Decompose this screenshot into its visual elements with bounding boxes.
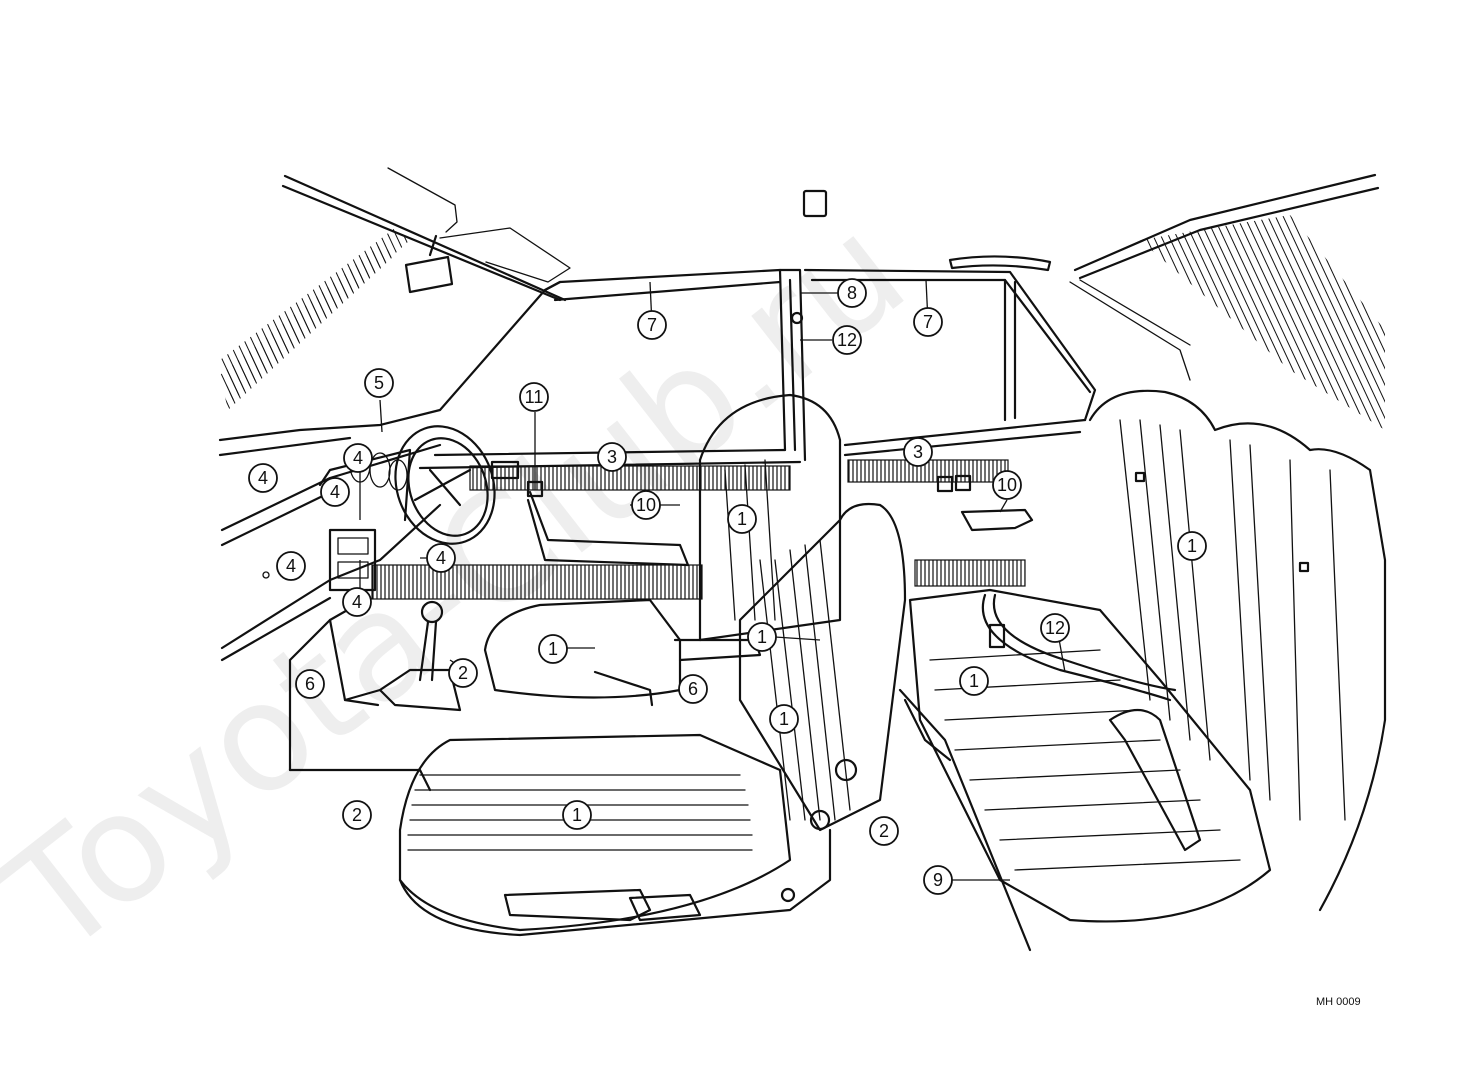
callout-label: 12 xyxy=(837,330,857,350)
callout-label: 7 xyxy=(647,315,657,335)
callout-2: 2 xyxy=(342,800,372,830)
callout-label: 9 xyxy=(933,870,943,890)
callout-label: 5 xyxy=(374,373,384,393)
callout-label: 4 xyxy=(258,468,268,488)
callout-1: 1 xyxy=(562,800,592,830)
callout-1: 1 xyxy=(1177,531,1207,561)
rear-view-mirror xyxy=(404,234,454,294)
callout-label: 1 xyxy=(548,639,558,659)
callout-label: 4 xyxy=(330,482,340,502)
callout-4: 4 xyxy=(320,477,350,507)
callout-5: 5 xyxy=(364,368,394,398)
callout-11: 11 xyxy=(519,382,549,412)
callout-label: 1 xyxy=(757,627,767,647)
callout-label: 4 xyxy=(286,556,296,576)
figure-code: MH 0009 xyxy=(1316,996,1361,1008)
headliner xyxy=(220,167,1385,430)
callout-6: 6 xyxy=(295,669,325,699)
callout-label: 3 xyxy=(607,447,617,467)
callout-label: 4 xyxy=(436,548,446,568)
callout-label: 11 xyxy=(525,387,544,407)
callout-label: 8 xyxy=(847,283,857,303)
callout-9: 9 xyxy=(923,865,953,895)
callout-4: 4 xyxy=(343,443,373,473)
callout-4: 4 xyxy=(342,587,372,617)
callout-label: 1 xyxy=(737,509,747,529)
callout-1: 1 xyxy=(727,504,757,534)
callout-1: 1 xyxy=(538,634,568,664)
callout-2: 2 xyxy=(448,658,478,688)
callout-label: 10 xyxy=(997,475,1017,495)
callout-6: 6 xyxy=(678,674,708,704)
shift-lever xyxy=(378,600,462,712)
callout-4: 4 xyxy=(426,543,456,573)
callout-label: 6 xyxy=(688,679,698,699)
callout-3: 3 xyxy=(597,442,627,472)
callout-12: 12 xyxy=(832,325,862,355)
callout-label: 12 xyxy=(1045,618,1065,638)
callout-label: 10 xyxy=(636,495,656,515)
callout-label: 2 xyxy=(352,805,362,825)
callout-10: 10 xyxy=(992,470,1022,500)
callout-label: 1 xyxy=(572,805,582,825)
callout-label: 3 xyxy=(913,442,923,462)
callout-label: 4 xyxy=(353,448,363,468)
callout-label: 1 xyxy=(779,709,789,729)
callout-label: 1 xyxy=(969,671,979,691)
callout-label: 1 xyxy=(1187,536,1197,556)
callout-12: 12 xyxy=(1040,613,1070,643)
callout-7: 7 xyxy=(913,307,943,337)
rear-door xyxy=(803,268,1097,587)
callout-7: 7 xyxy=(637,310,667,340)
callout-label: 4 xyxy=(352,592,362,612)
callout-1: 1 xyxy=(769,704,799,734)
callout-4: 4 xyxy=(276,551,306,581)
callout-1: 1 xyxy=(959,666,989,696)
callout-10: 10 xyxy=(631,490,661,520)
callout-4: 4 xyxy=(248,463,278,493)
callout-3: 3 xyxy=(903,437,933,467)
callout-label: 6 xyxy=(305,674,315,694)
callout-label: 2 xyxy=(879,821,889,841)
callout-8: 8 xyxy=(837,278,867,308)
callout-label: 7 xyxy=(923,312,933,332)
callout-2: 2 xyxy=(869,816,899,846)
callout-1: 1 xyxy=(747,622,777,652)
callout-label: 2 xyxy=(458,663,468,683)
